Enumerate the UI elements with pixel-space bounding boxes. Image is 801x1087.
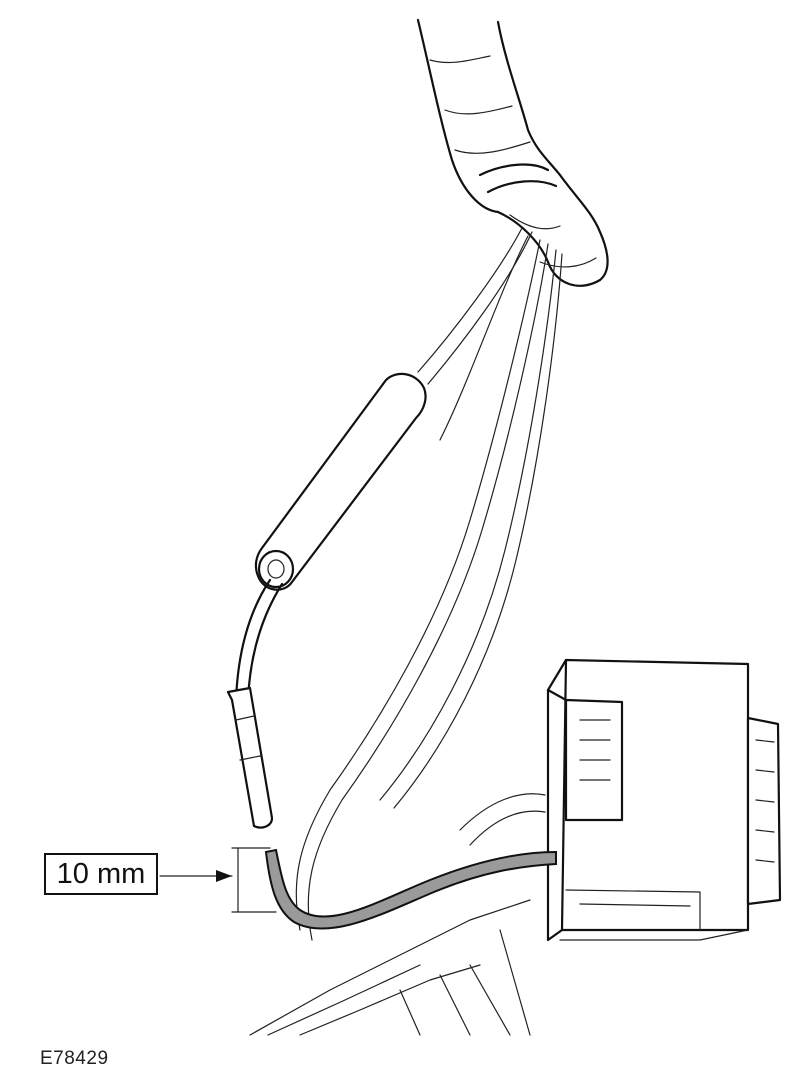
butt-connector <box>226 686 274 829</box>
dimension-callout-label: 10 mm <box>44 853 158 895</box>
dimension-marks <box>159 847 277 913</box>
connector-block <box>546 658 782 942</box>
repair-wire <box>234 578 284 702</box>
stripped-wire-end <box>264 848 557 930</box>
harness-sleeve <box>416 18 609 287</box>
heat-shrink-sleeve <box>254 372 427 591</box>
mounting-bracket <box>249 793 546 1036</box>
wire-bundle <box>295 227 563 941</box>
figure-id: E78429 <box>40 1048 109 1069</box>
